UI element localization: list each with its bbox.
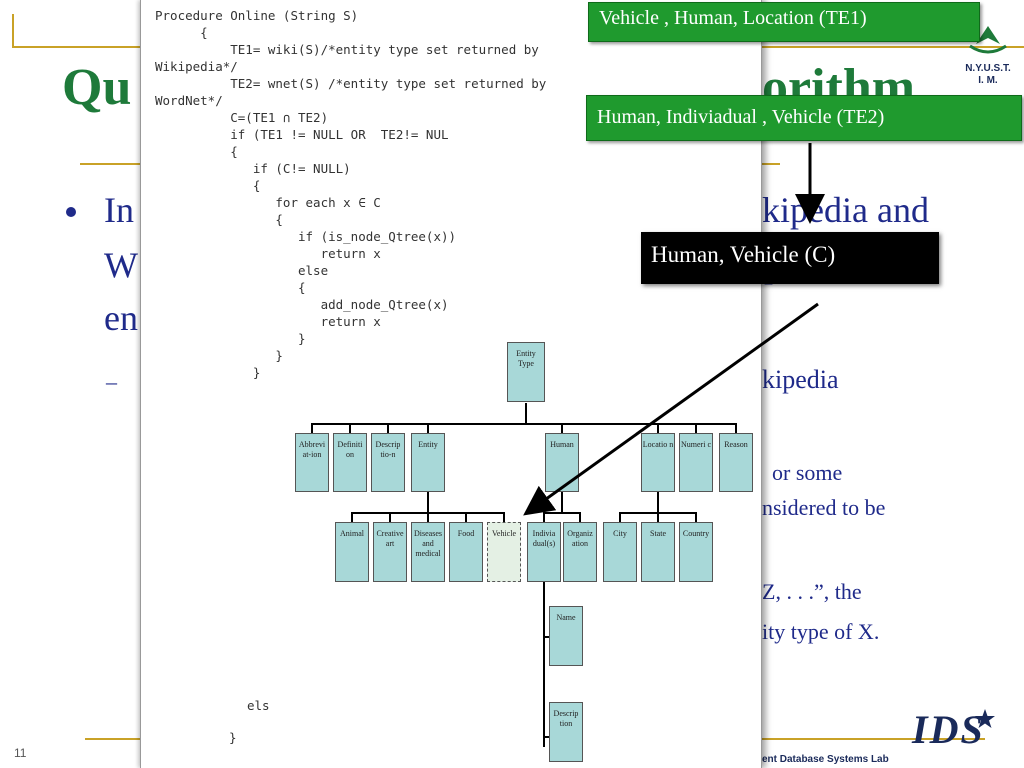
code-line: TE1= wiki(S)/*entity type set returned b… bbox=[155, 42, 539, 57]
code-line: return x bbox=[155, 314, 381, 329]
arrow-c-to-vehicle bbox=[523, 302, 819, 516]
callout-te2: Human, Indiviadual , Vehicle (TE2) bbox=[586, 95, 1022, 141]
tree-node-individuals: Indivia dual(s) bbox=[527, 522, 561, 582]
code-line: { bbox=[155, 280, 306, 295]
ids-logo-text: IDS bbox=[912, 707, 985, 752]
code-line: TE2= wnet(S) /*entity type set returned … bbox=[155, 76, 547, 91]
bullet-right-1: kipedia and bbox=[762, 190, 929, 230]
tree-node-creative-art: Creative art bbox=[373, 522, 407, 582]
slide-title: Qu bbox=[62, 59, 132, 116]
tree-node-description: Descrip tio-n bbox=[371, 433, 405, 492]
tree-node-entity: Entity bbox=[411, 433, 445, 492]
code-tail-else: els bbox=[247, 698, 270, 713]
tree-node-animal: Animal bbox=[335, 522, 369, 582]
tree-node-root: Entity Type bbox=[507, 342, 545, 402]
code-line: { bbox=[155, 25, 208, 40]
callout-te1: Vehicle , Human, Location (TE1) bbox=[588, 2, 980, 42]
logo-line-2: I. M. bbox=[978, 75, 998, 86]
tree-node-diseases: Diseases and medical bbox=[411, 522, 445, 582]
sub-dash: – bbox=[106, 369, 117, 394]
tree-node-human: Human bbox=[545, 433, 579, 492]
bullet-line-2: W bbox=[104, 245, 138, 285]
bullet-line-1: In bbox=[104, 190, 134, 230]
page-number: 11 bbox=[14, 746, 27, 760]
tree-node-numeric: Numeri c bbox=[679, 433, 713, 492]
pseudocode-block: Procedure Online (String S) { TE1= wiki(… bbox=[155, 7, 546, 381]
code-line: if (is_node_Qtree(x)) bbox=[155, 229, 457, 244]
tree-node-abbreviation: Abbrevi at-ion bbox=[295, 433, 329, 492]
code-line: { bbox=[155, 178, 261, 193]
code-line: return x bbox=[155, 246, 381, 261]
code-line: add_node_Qtree(x) bbox=[155, 297, 449, 312]
code-line: } bbox=[155, 348, 283, 363]
code-line: Procedure Online (String S) bbox=[155, 8, 359, 23]
code-line: } bbox=[155, 365, 261, 380]
slide-left-rule bbox=[12, 14, 14, 48]
para-line-1: or some bbox=[772, 460, 843, 485]
code-line: } bbox=[155, 331, 306, 346]
logo-line-1: N.Y.U.S.T. bbox=[965, 63, 1011, 74]
tree-node-reason: Reason bbox=[719, 433, 753, 492]
code-line: { bbox=[155, 212, 283, 227]
tree-node-definition: Definiti on bbox=[333, 433, 367, 492]
code-line: Wikipedia*/ bbox=[155, 59, 238, 74]
code-line: for each x ∈ C bbox=[155, 195, 381, 210]
callout-c: Human, Vehicle (C) bbox=[641, 232, 939, 284]
tree-node-location: Locatio n bbox=[641, 433, 675, 492]
code-line: if (TE1 != NULL OR TE2!= NUL bbox=[155, 127, 449, 142]
para-line-3: Z, . . .”, the bbox=[762, 579, 862, 604]
sub-right: kipedia bbox=[762, 365, 839, 394]
university-logo: N.Y.U.S.T. I. M. bbox=[958, 22, 1018, 86]
footer-lab-name: ent Database Systems Lab bbox=[762, 754, 889, 765]
code-line: C=(TE1 ∩ TE2) bbox=[155, 110, 329, 125]
code-line: { bbox=[155, 144, 238, 159]
code-tail-brace: } bbox=[229, 730, 237, 745]
code-line: if (C!= NULL) bbox=[155, 161, 351, 176]
tree-node-country: Country bbox=[679, 522, 713, 582]
tree-node-city: City bbox=[603, 522, 637, 582]
code-line: WordNet*/ bbox=[155, 93, 223, 108]
tree-node-description-2: Descrip tion bbox=[549, 702, 583, 762]
leaf-emblem-icon bbox=[969, 26, 1007, 54]
bullet-dot bbox=[66, 207, 76, 217]
bullet-line-3: en bbox=[104, 298, 138, 338]
tree-node-vehicle: Vehicle bbox=[487, 522, 521, 582]
tree-node-food: Food bbox=[449, 522, 483, 582]
para-line-2: nsidered to be bbox=[762, 495, 886, 520]
ids-logo: IDS bbox=[912, 706, 1020, 764]
tree-node-organization: Organiz ation bbox=[563, 522, 597, 582]
tree-node-state: State bbox=[641, 522, 675, 582]
tree-node-name: Name bbox=[549, 606, 583, 666]
star-icon bbox=[975, 709, 995, 728]
code-line: else bbox=[155, 263, 329, 278]
para-line-4: ity type of X. bbox=[762, 619, 880, 644]
